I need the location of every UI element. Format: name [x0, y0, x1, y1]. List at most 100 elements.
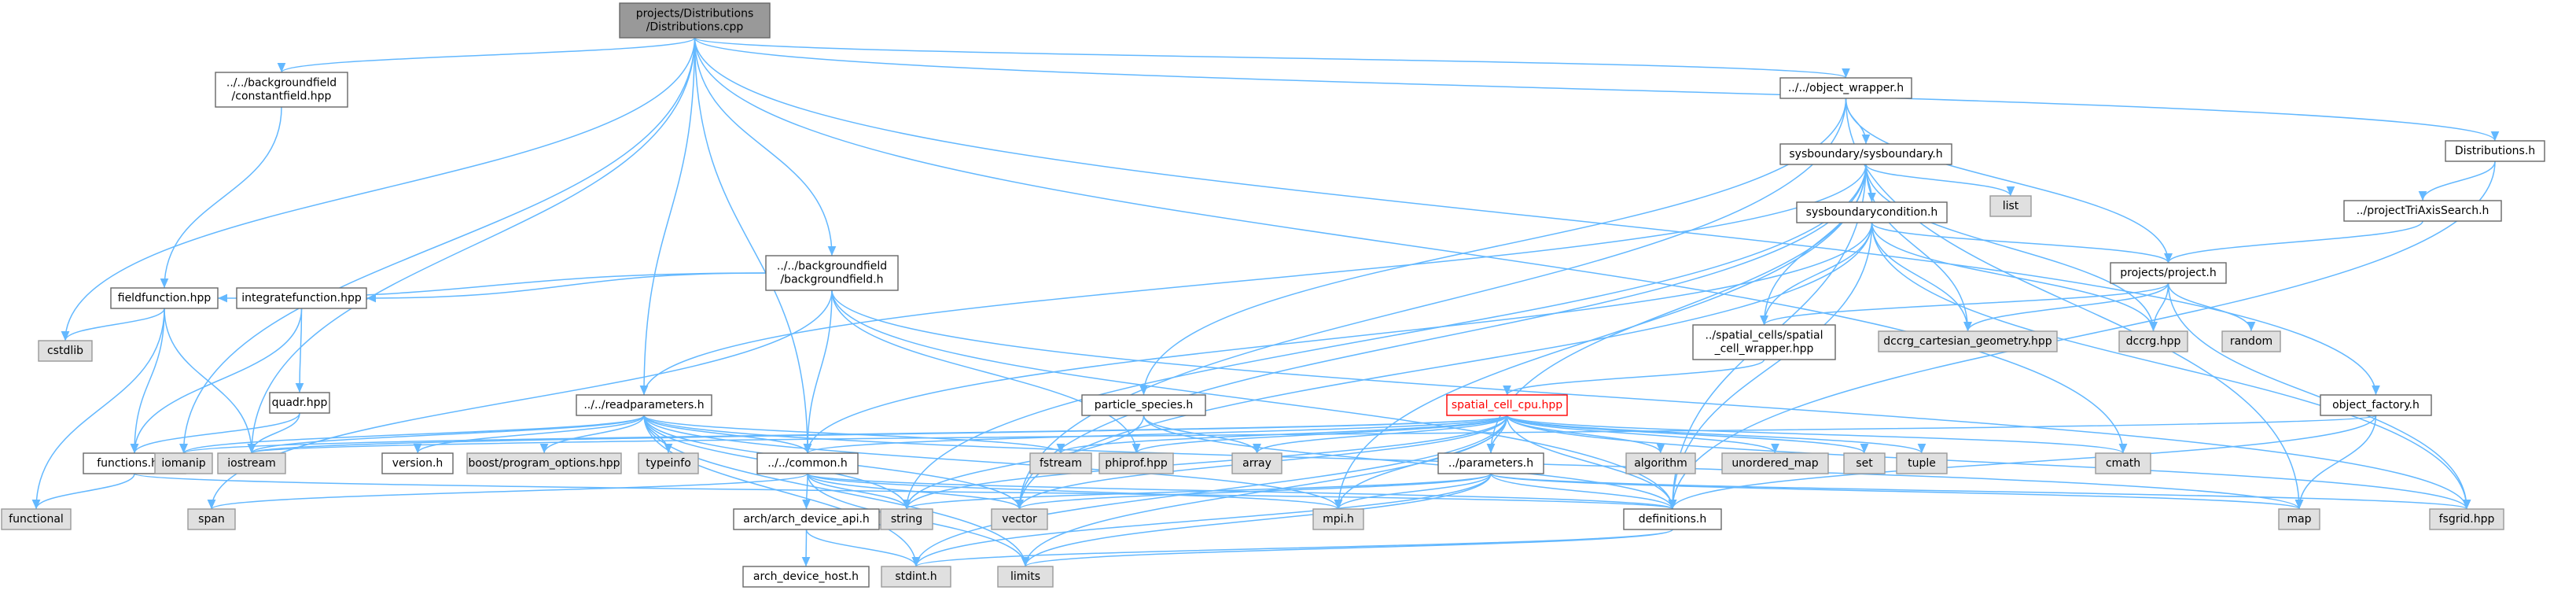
node-label: limits [1010, 570, 1040, 583]
node-iomanip[interactable]: iomanip [154, 452, 213, 474]
node-box [187, 508, 236, 530]
node-label: ../../object_wrapper.h [1788, 82, 1904, 94]
edge-project-to-dccrg_geom [1963, 282, 2169, 332]
node-projecttriaxis[interactable]: ../projectTriAxisSearch.h [2343, 200, 2502, 222]
node-box [269, 392, 330, 414]
node-arch-api[interactable]: arch/arch_device_api.h [733, 508, 880, 530]
node-box [215, 72, 348, 108]
node-cstdlib[interactable]: cstdlib [38, 340, 93, 362]
node-object-factory[interactable]: object_factory.h [2320, 394, 2432, 416]
node-box [2343, 200, 2502, 222]
edge-parameters-to-string [903, 473, 1492, 510]
node-particle-species[interactable]: particle_species.h [1081, 394, 1206, 416]
node-box [2095, 452, 2151, 474]
edge-parameters-to-vector [1015, 473, 1492, 510]
node-distributions-h[interactable]: Distributions.h [2445, 140, 2545, 162]
node-limits[interactable]: limits [997, 566, 1054, 588]
edge-backgroundfield-to-fsgrid [831, 290, 2471, 510]
edge-readparameters-to-iomanip [179, 415, 645, 454]
node-common[interactable]: ../../common.h [756, 452, 859, 474]
node-mpi[interactable]: mpi.h [1312, 508, 1364, 530]
node-label: /Distributions.cpp [646, 21, 744, 34]
node-root[interactable]: projects/Distributions/Distributions.cpp [619, 2, 771, 39]
node-random[interactable]: random [2221, 330, 2281, 352]
node-functional[interactable]: functional [1, 508, 72, 530]
node-map[interactable]: map [2278, 508, 2320, 530]
node-version[interactable]: version.h [381, 452, 454, 474]
node-spatial-wrapper[interactable]: ../spatial_cells/spatial_cell_wrapper.hp… [1692, 324, 1836, 360]
node-label: object_factory.h [2332, 399, 2420, 411]
node-tuple[interactable]: tuple [1896, 452, 1948, 474]
node-parameters[interactable]: ../parameters.h [1437, 452, 1544, 474]
edge-arch_api-to-stdint [805, 529, 921, 567]
node-box [2221, 330, 2281, 352]
node-label: cmath [2106, 457, 2140, 470]
edge-project-to-random [2167, 282, 2256, 332]
edge-readparameters-to-mpi [643, 415, 1343, 510]
node-vector[interactable]: vector [991, 508, 1048, 530]
node-box [733, 508, 880, 530]
node-boost-po[interactable]: boost/program_options.hpp [466, 452, 622, 474]
node-definitions[interactable]: definitions.h [1623, 508, 1722, 530]
node-string[interactable]: string [880, 508, 933, 530]
node-box [1, 508, 72, 530]
edge-readparameters-to-iostream [247, 415, 645, 454]
node-quadr[interactable]: quadr.hpp [269, 392, 330, 414]
node-sysboundary[interactable]: sysboundary/sysboundary.h [1779, 143, 1952, 165]
node-iostream[interactable]: iostream [217, 452, 286, 474]
node-label: ../../readparameters.h [583, 399, 704, 411]
node-label: fsgrid.hpp [2439, 513, 2495, 526]
node-project[interactable]: projects/project.h [2110, 262, 2227, 284]
node-span[interactable]: span [187, 508, 236, 530]
edge-project-to-dccrg [2149, 282, 2169, 332]
node-box [1796, 201, 1948, 223]
edge-common-to-string [807, 473, 911, 510]
edge-sysboundarycondition-to-common [803, 222, 1873, 454]
edge-readparameters-to-boost_po [539, 415, 645, 454]
edge-projecttriaxis-to-project [2164, 220, 2423, 264]
edge-project-to-fsgrid [2167, 282, 2471, 510]
edge-common-to-vector [807, 473, 1024, 510]
node-array[interactable]: array [1231, 452, 1282, 474]
node-label: Distributions.h [2455, 145, 2535, 157]
node-label: ../../backgroundfield [226, 77, 337, 90]
edge-parameters-to-stdint [911, 473, 1492, 567]
node-phiprof[interactable]: phiprof.hpp [1098, 452, 1174, 474]
node-label: ../../backgroundfield [777, 260, 887, 273]
edge-integratefunction-to-quadr [295, 308, 304, 393]
edge-sysboundarycondition-to-spatial_wrapper [1760, 222, 1873, 326]
node-label: _cell_wrapper.hpp [1714, 343, 1814, 356]
node-dccrg-geom[interactable]: dccrg_cartesian_geometry.hpp [1878, 330, 2058, 352]
node-label: list [2003, 200, 2019, 212]
node-spatial-cell-cpu[interactable]: spatial_cell_cpu.hpp [1446, 394, 1568, 416]
node-label: ../projectTriAxisSearch.h [2357, 205, 2490, 217]
graph-nodes: projects/Distributions/Distributions.cpp… [1, 2, 2545, 588]
node-list[interactable]: list [1989, 195, 2032, 217]
node-stdint[interactable]: stdint.h [881, 566, 951, 588]
node-readparameters[interactable]: ../../readparameters.h [576, 394, 712, 416]
node-unordered-map[interactable]: unordered_map [1721, 452, 1829, 474]
edge-sysboundarycondition-to-dccrg [1871, 222, 2158, 332]
node-object-wrapper[interactable]: ../../object_wrapper.h [1779, 77, 1912, 99]
node-sysboundarycondition[interactable]: sysboundarycondition.h [1796, 201, 1948, 223]
node-fstream[interactable]: fstream [1029, 452, 1092, 474]
node-fieldfunction[interactable]: fieldfunction.hpp [110, 287, 219, 309]
node-label: algorithm [1634, 457, 1687, 470]
node-fsgrid[interactable]: fsgrid.hpp [2429, 508, 2504, 530]
node-constantfield[interactable]: ../../backgroundfield/constantfield.hpp [215, 72, 348, 108]
node-algorithm[interactable]: algorithm [1625, 452, 1696, 474]
node-label: span [198, 513, 225, 526]
node-cmath[interactable]: cmath [2095, 452, 2151, 474]
node-dccrg[interactable]: dccrg.hpp [2118, 330, 2188, 352]
node-set[interactable]: set [1843, 452, 1886, 474]
node-integratefunction[interactable]: integratefunction.hpp [236, 287, 367, 309]
edge-parameters-to-map [1490, 473, 2303, 510]
edge-sysboundarycondition-to-dccrg_geom [1871, 222, 1972, 332]
node-label: sysboundary/sysboundary.h [1789, 148, 1942, 160]
edge-project-to-spatial_wrapper [1760, 282, 2169, 326]
node-typeinfo[interactable]: typeinfo [638, 452, 699, 474]
node-backgroundfield[interactable]: ../../backgroundfield/backgroundfield.h [765, 255, 899, 291]
node-label: unordered_map [1731, 457, 1818, 470]
node-arch-host[interactable]: arch_device_host.h [742, 566, 870, 588]
